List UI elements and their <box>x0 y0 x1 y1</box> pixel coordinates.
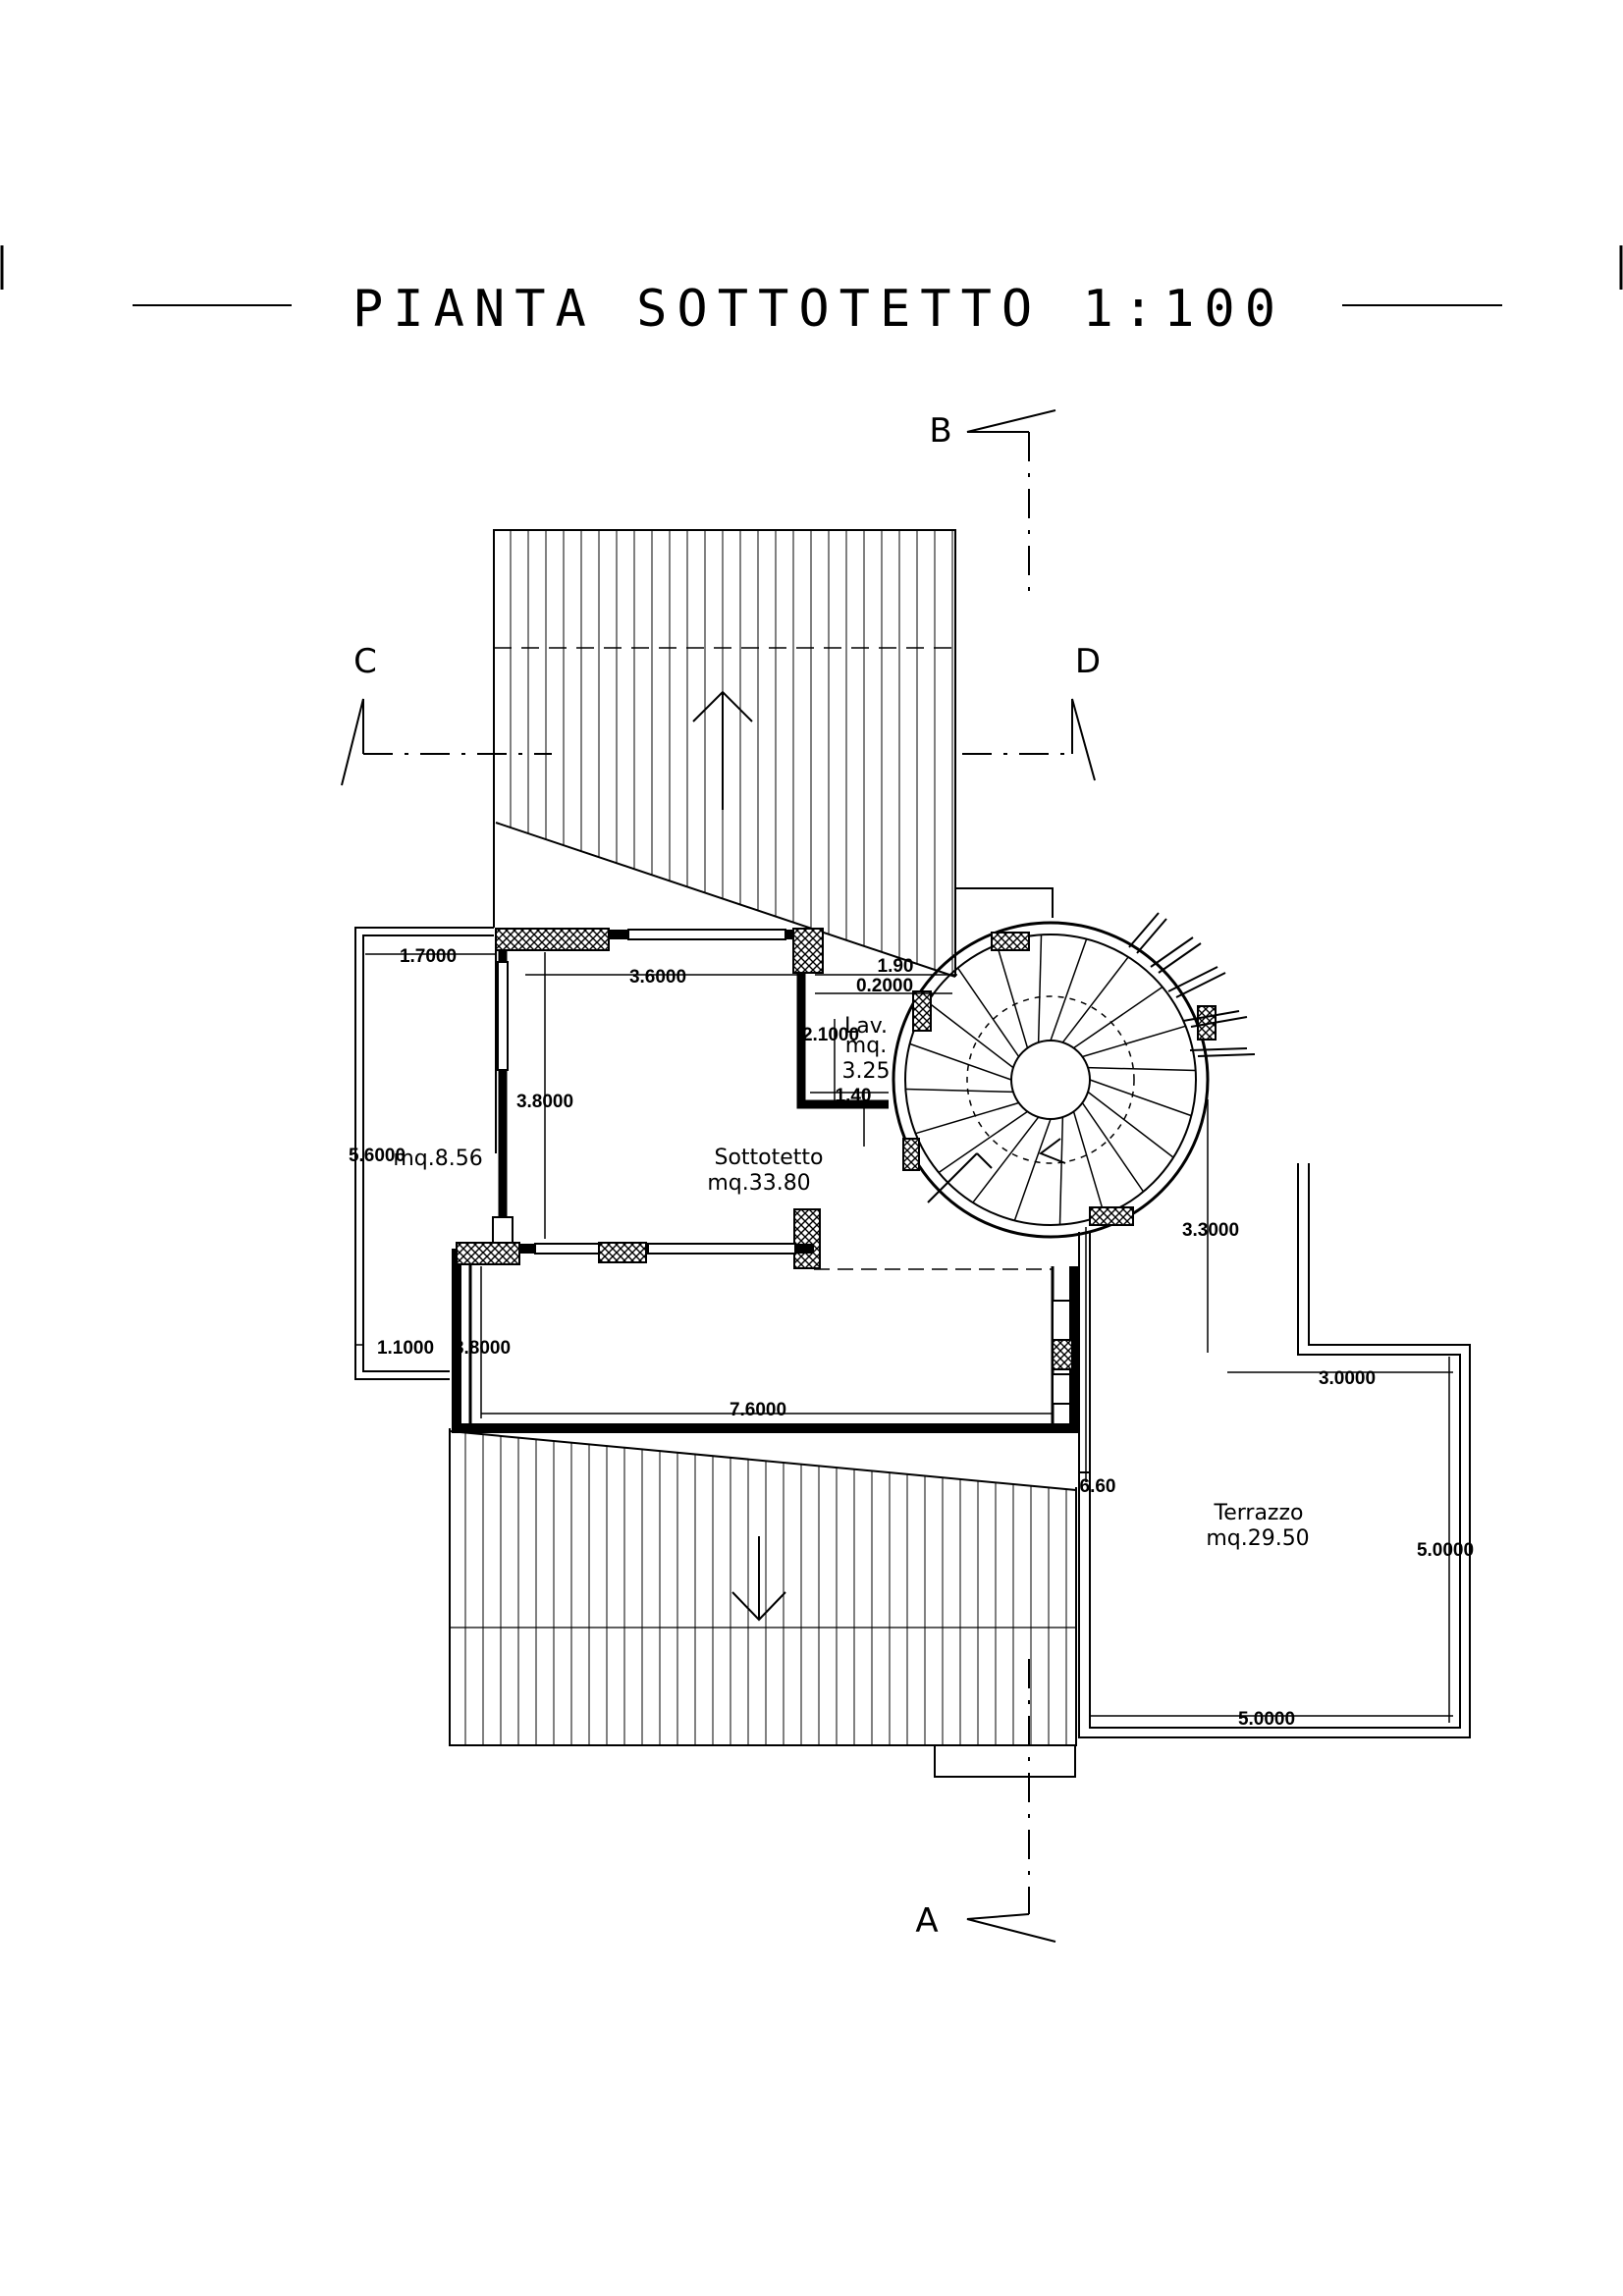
dimension-1: 1.7000 <box>400 946 457 967</box>
room-area-left: mq.8.56 <box>393 1147 482 1171</box>
dimension-15: 6.60 <box>1080 1476 1116 1497</box>
dimension-12: 3.3000 <box>1182 1220 1239 1241</box>
room-name-terrazzo: Terrazzo <box>1214 1501 1304 1525</box>
room-area-terrazzo: mq.29.50 <box>1206 1526 1309 1551</box>
room-area-lav: 3.25 <box>842 1059 891 1084</box>
dimension-2: 3.6000 <box>629 967 686 988</box>
section-label-c: C <box>353 642 377 681</box>
terrace-outline <box>955 887 1471 1738</box>
dimension-3: 1.90 <box>878 956 914 977</box>
room-labels: Sottotetto mq.33.80 Lav. mq. 3.25 mq.8.5… <box>393 1014 1309 1551</box>
room-mq-lav: mq. <box>845 1034 887 1058</box>
section-lines <box>341 409 1096 1943</box>
dimension-9: 1.1000 <box>377 1338 434 1359</box>
room-name-sottotetto: Sottotetto <box>714 1146 823 1170</box>
section-label-a: A <box>915 1901 938 1941</box>
page-title: PIANTA SOTTOTETTO 1:100 <box>352 280 1285 339</box>
upper-roof <box>493 529 956 978</box>
spiral-staircase <box>892 912 1256 1239</box>
dimension-7: 3.8000 <box>516 1092 573 1112</box>
section-label-b: B <box>929 411 951 451</box>
hatched-wall-segments <box>456 928 1073 1370</box>
dimension-lines <box>355 952 1453 1723</box>
lower-roof <box>449 1428 1077 1778</box>
room-name-lav: Lav. <box>844 1014 888 1039</box>
room-area-sottotetto: mq.33.80 <box>707 1171 810 1196</box>
dimension-labels: 1.7000 3.6000 1.90 0.2000 2.1000 1.40 3.… <box>349 946 1474 1730</box>
dimension-5: 2.1000 <box>802 1025 859 1045</box>
dimension-10: 3.8000 <box>454 1338 511 1359</box>
dimension-8: 5.6000 <box>349 1146 406 1166</box>
dimension-14: 5.0000 <box>1417 1540 1474 1561</box>
section-label-d: D <box>1075 642 1101 681</box>
dimension-11: 7.6000 <box>730 1400 786 1420</box>
dimension-4: 0.2000 <box>856 976 913 996</box>
dimension-13: 3.0000 <box>1319 1368 1376 1389</box>
dimension-16: 5.0000 <box>1238 1709 1295 1730</box>
dimension-6: 1.40 <box>836 1086 872 1106</box>
